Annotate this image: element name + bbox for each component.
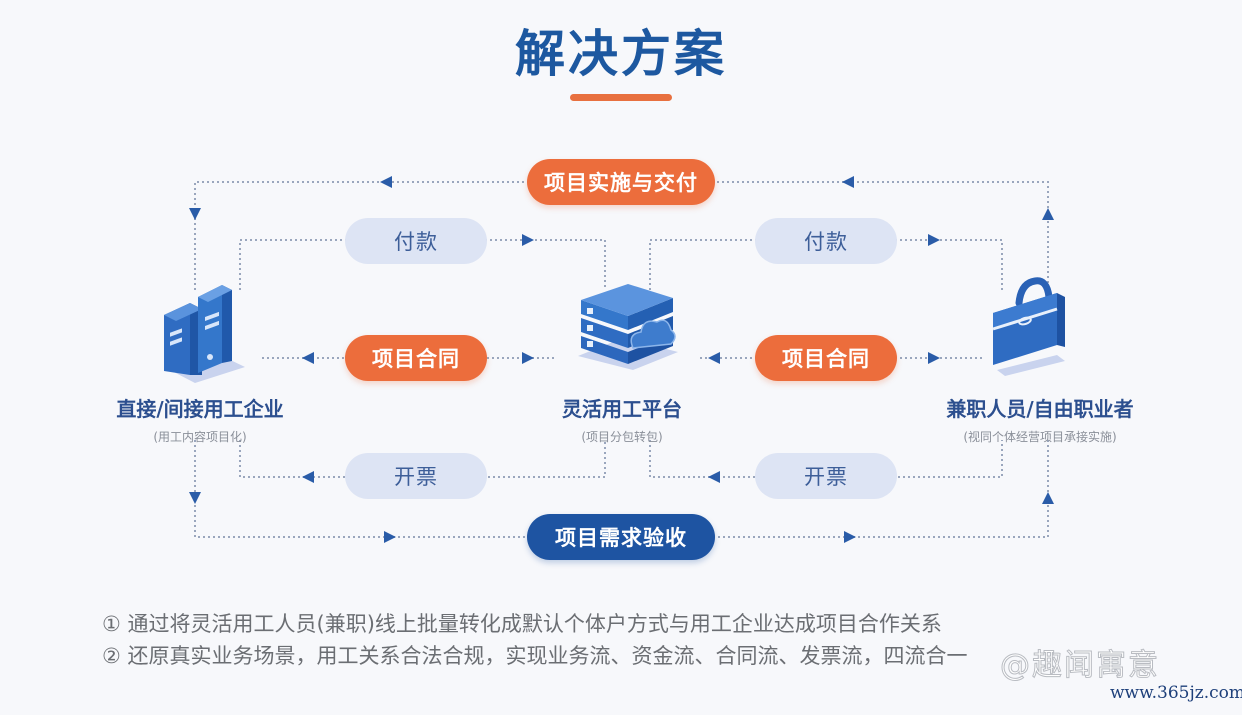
watermark-text: @趣闻寓意 <box>1000 648 1160 684</box>
arrow-right-icon <box>844 531 856 543</box>
node-enterprise: 直接/间接用工企业 (用工内容项目化) <box>95 393 305 445</box>
arrow-left-icon <box>842 176 854 188</box>
node-platform: 灵活用工平台 (项目分包转包) <box>522 393 722 445</box>
briefcase-icon <box>992 277 1065 376</box>
server-cloud-icon <box>578 284 678 370</box>
connector-top-loop <box>194 181 1049 290</box>
arrow-right-icon <box>384 531 396 543</box>
node-platform-name: 灵活用工平台 <box>562 397 682 421</box>
arrow-right-icon <box>522 234 534 246</box>
arrow-left-icon <box>302 471 314 483</box>
flow-right-invoice: 开票 <box>755 453 897 499</box>
node-platform-sub: (项目分包转包) <box>581 430 663 444</box>
notes: ① 通过将灵活用工人员(兼职)线上批量转化成默认个体户方式与用工企业达成项目合作… <box>102 608 968 672</box>
arrow-left-icon <box>380 176 392 188</box>
arrow-left-icon <box>708 471 720 483</box>
node-enterprise-sub: (用工内容项目化) <box>153 430 247 444</box>
arrow-right-icon <box>522 352 534 364</box>
page-title: 解决方案 <box>515 25 727 83</box>
flow-left-invoice: 开票 <box>345 453 487 499</box>
note-1: ① 通过将灵活用工人员(兼职)线上批量转化成默认个体户方式与用工企业达成项目合作… <box>102 612 942 636</box>
arrow-up-icon <box>1042 208 1054 220</box>
node-freelancer-name: 兼职人员/自由职业者 <box>946 397 1134 421</box>
flow-project-delivery: 项目实施与交付 <box>527 159 715 205</box>
connector-left-invoice <box>239 440 606 478</box>
flow-right-contract: 项目合同 <box>755 335 897 381</box>
flow-right-payment: 付款 <box>755 218 897 264</box>
arrow-right-icon <box>928 352 940 364</box>
watermark-url: www.365jz.com <box>1110 683 1242 703</box>
node-freelancer-sub: (视同个体经营项目承接实施) <box>963 430 1117 444</box>
flow-left-payment: 付款 <box>345 218 487 264</box>
flow-left-contract: 项目合同 <box>345 335 487 381</box>
flow-requirement-acceptance: 项目需求验收 <box>527 514 715 560</box>
arrow-down-icon <box>189 492 201 504</box>
connector-left-payment <box>239 239 606 290</box>
arrow-right-icon <box>928 234 940 246</box>
arrow-up-icon <box>1042 492 1054 504</box>
node-freelancer: 兼职人员/自由职业者 (视同个体经营项目承接实施) <box>925 393 1155 445</box>
node-enterprise-name: 直接/间接用工企业 <box>116 397 284 421</box>
title-underline <box>570 94 672 101</box>
arrow-down-icon <box>189 208 201 220</box>
building-icon <box>164 285 245 383</box>
note-2: ② 还原真实业务场景，用工关系合法合规，实现业务流、资金流、合同流、发票流，四流… <box>102 644 968 668</box>
arrow-left-icon <box>302 352 314 364</box>
arrow-left-icon <box>708 352 720 364</box>
